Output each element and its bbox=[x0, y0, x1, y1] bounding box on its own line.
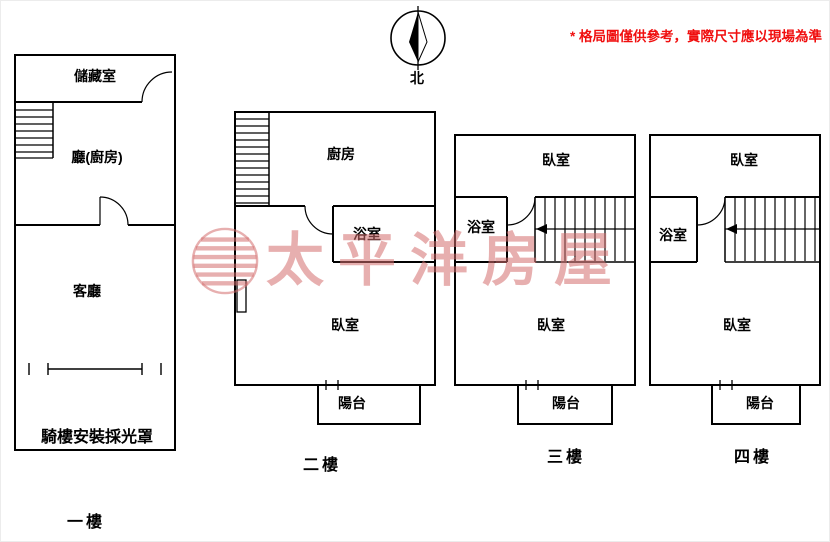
room-label-bedroom-back-f3: 臥室 bbox=[537, 317, 565, 333]
room-label-bedroom-front-f4: 臥室 bbox=[730, 152, 758, 168]
room-label-kitchen: 廚房 bbox=[327, 146, 355, 162]
arcade-note-label: 騎樓安裝採光罩 bbox=[40, 429, 154, 446]
floor1-linework bbox=[14, 54, 176, 451]
room-label-bedroom-back-f4: 臥室 bbox=[723, 317, 751, 333]
floor3-linework bbox=[454, 134, 636, 425]
floor1-name-label: 一樓 bbox=[66, 514, 106, 531]
north-label: 北 bbox=[410, 70, 424, 86]
room-label-bedroom-f2: 臥室 bbox=[331, 317, 359, 333]
room-label-bathroom-f2: 浴室 bbox=[353, 226, 381, 242]
room-label-living-room: 客廳 bbox=[73, 283, 101, 299]
room-label-balcony-f2: 陽台 bbox=[338, 395, 366, 411]
room-label-bathroom-f3: 浴室 bbox=[467, 219, 495, 235]
room-label-bathroom-f4: 浴室 bbox=[659, 227, 687, 243]
room-label-balcony-f3: 陽台 bbox=[552, 395, 580, 411]
room-label-bedroom-front-f3: 臥室 bbox=[542, 152, 570, 168]
floor4-name-label: 四樓 bbox=[733, 449, 773, 466]
floor3-name-label: 三樓 bbox=[546, 449, 586, 466]
floor4-linework bbox=[649, 134, 821, 425]
room-label-hall-kitchen: 廳(廚房) bbox=[71, 149, 123, 165]
floor2-name-label: 二樓 bbox=[302, 457, 342, 474]
compass-icon bbox=[390, 6, 446, 70]
room-label-storage: 儲藏室 bbox=[74, 68, 116, 84]
disclaimer-note: * 格局圖僅供參考，實際尺寸應以現場為準 bbox=[569, 29, 822, 44]
room-label-balcony-f4: 陽台 bbox=[746, 395, 774, 411]
